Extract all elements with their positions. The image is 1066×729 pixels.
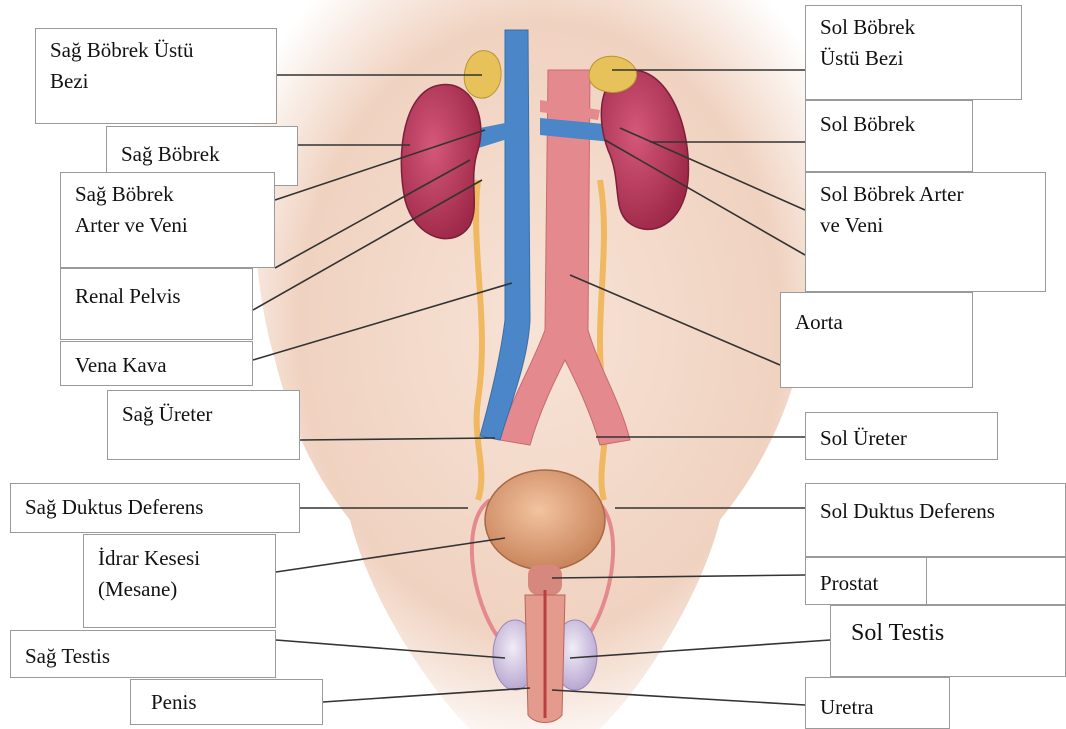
label-line-1: Sol Duktus Deferens [820,496,1055,527]
label-line-1: Uretra [820,692,939,723]
label-line-2: ve Veni [820,210,1035,241]
label-penis: Penis [130,679,323,725]
label-line-2: (Mesane) [98,574,265,605]
bladder-shape [485,470,605,570]
label-line-1: Sağ Böbrek [75,179,264,210]
label-idrar-kesesi: İdrar Kesesi (Mesane) [83,534,276,628]
label-uretra: Uretra [805,677,950,729]
label-line-1: Sol Üreter [820,423,987,454]
label-aorta: Aorta [780,292,973,388]
label-line-1: Sağ Testis [25,641,265,672]
label-line-1: Sağ Üreter [122,399,289,430]
label-vena-kava: Vena Kava [60,341,253,386]
label-sol-testis: Sol Testis [830,605,1066,677]
label-line-2: Arter ve Veni [75,210,264,241]
label-sol-duktus-deferens: Sol Duktus Deferens [805,483,1066,557]
label-line-1: Vena Kava [75,350,242,381]
label-line-1: Aorta [795,307,962,338]
label-line-1: Renal Pelvis [75,281,242,312]
label-prostat: Prostat [805,557,927,605]
label-line-1: Sağ Duktus Deferens [25,492,289,523]
label-sol-ureter: Sol Üreter [805,412,998,460]
label-sag-bobrek-ustu-bezi: Sağ Böbrek Üstü Bezi [35,28,277,124]
right-kidney-shape [401,85,480,239]
label-line-1: Sol Testis [851,618,1055,649]
left-adrenal-shape [589,56,637,92]
label-line-1: Prostat [820,568,916,599]
label-line-1: Sol Böbrek [820,109,962,140]
label-prostat-extra-box [926,557,1066,605]
label-sag-ureter: Sağ Üreter [107,390,300,460]
label-line-1: Penis [151,687,312,718]
label-line-1: Sol Böbrek Arter [820,179,1035,210]
label-sol-bobrek-arter-veni: Sol Böbrek Arter ve Veni [805,172,1046,292]
label-sol-bobrek-ustu-bezi: Sol Böbrek Üstü Bezi [805,5,1022,100]
label-line-2: Üstü Bezi [820,43,1011,74]
label-line-2: Bezi [50,66,266,97]
label-line-1: Sağ Böbrek [121,139,287,170]
label-line-1: Sağ Böbrek Üstü [50,35,266,66]
label-sag-testis: Sağ Testis [10,630,276,678]
label-renal-pelvis: Renal Pelvis [60,268,253,340]
label-sag-duktus-deferens: Sağ Duktus Deferens [10,483,300,533]
label-sol-bobrek: Sol Böbrek [805,100,973,172]
label-sag-bobrek-arter-veni: Sağ Böbrek Arter ve Veni [60,172,275,268]
label-line-1: İdrar Kesesi [98,543,265,574]
label-line-1: Sol Böbrek [820,12,1011,43]
